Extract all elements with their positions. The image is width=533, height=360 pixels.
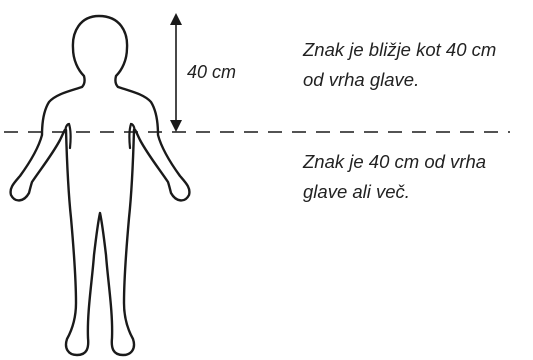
caption-near-line-2: od vrha glave.: [303, 65, 496, 95]
measurement-label: 40 cm: [187, 62, 236, 82]
caption-near: Znak je bližje kot 40 cm od vrha glave.: [303, 35, 496, 95]
caption-far: Znak je 40 cm od vrha glave ali več.: [303, 147, 486, 207]
caption-near-line-1: Znak je bližje kot 40 cm: [303, 35, 496, 65]
caption-far-line-1: Znak je 40 cm od vrha: [303, 147, 486, 177]
arrow-up-icon: [170, 13, 182, 25]
human-silhouette: [11, 16, 190, 355]
arrow-down-icon: [170, 120, 182, 132]
caption-far-line-2: glave ali več.: [303, 177, 486, 207]
